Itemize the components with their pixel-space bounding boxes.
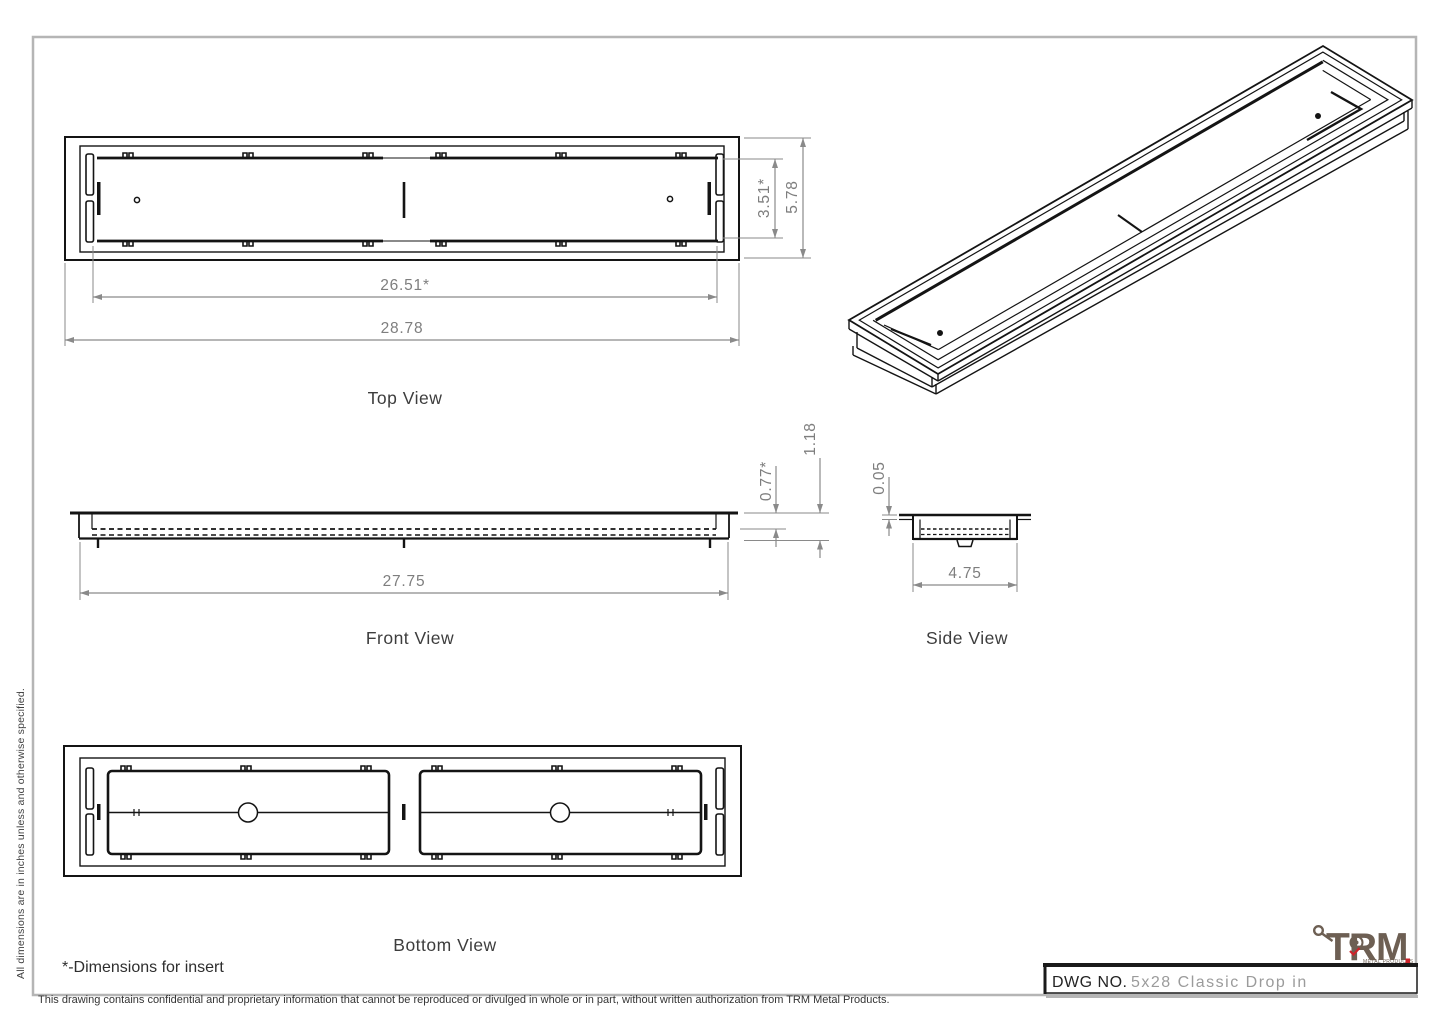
top-view-dim-arrows	[65, 138, 806, 343]
bottom-view-label: Bottom View	[393, 935, 496, 955]
confidentiality-note: This drawing contains confidential and p…	[38, 994, 890, 1006]
side-view-dim-arrows	[886, 506, 1017, 588]
isometric-view-drawing	[847, 44, 1414, 395]
insert-note: *-Dimensions for insert	[62, 959, 224, 976]
front-view-dim-arrows	[80, 504, 823, 596]
dim-insert-length: 26.51*	[380, 277, 430, 294]
front-view-drawing	[70, 511, 738, 548]
logo-accent-square	[1405, 958, 1410, 963]
dim-front-length: 27.75	[383, 573, 426, 590]
dim-front-overall-height: 1.18	[802, 422, 819, 455]
units-note: All dimensions are in inches unless and …	[15, 688, 27, 979]
logo-text: TRM	[1326, 926, 1407, 969]
sheet-frame	[31, 35, 1418, 997]
side-view-dimensions	[882, 477, 1018, 592]
front-view-dimensions	[79, 458, 829, 600]
logo-tagline: METAL PRODUCTS	[1363, 959, 1414, 965]
dwg-no-label: DWG NO.	[1052, 974, 1128, 991]
dwg-no-value: 5x28 Classic Drop in	[1131, 974, 1308, 991]
bottom-view-drawing	[63, 745, 742, 877]
top-view-dimensions	[64, 137, 811, 346]
dim-side-width: 4.75	[948, 565, 981, 582]
dim-front-insert-depth: 0.77*	[758, 461, 775, 501]
dim-side-flange-thickness: 0.05	[871, 461, 888, 494]
dim-overall-width: 5.78	[784, 180, 801, 213]
top-view-label: Top View	[368, 388, 443, 408]
title-block	[1043, 963, 1418, 998]
dim-insert-width: 3.51*	[756, 178, 773, 218]
top-view-drawing	[64, 136, 740, 261]
dim-overall-length: 28.78	[381, 320, 424, 337]
trm-logo: TRM METAL PRODUCTS	[1312, 925, 1414, 969]
front-view-label: Front View	[366, 628, 454, 648]
side-view-drawing	[899, 513, 1031, 548]
side-view-label: Side View	[926, 628, 1008, 648]
